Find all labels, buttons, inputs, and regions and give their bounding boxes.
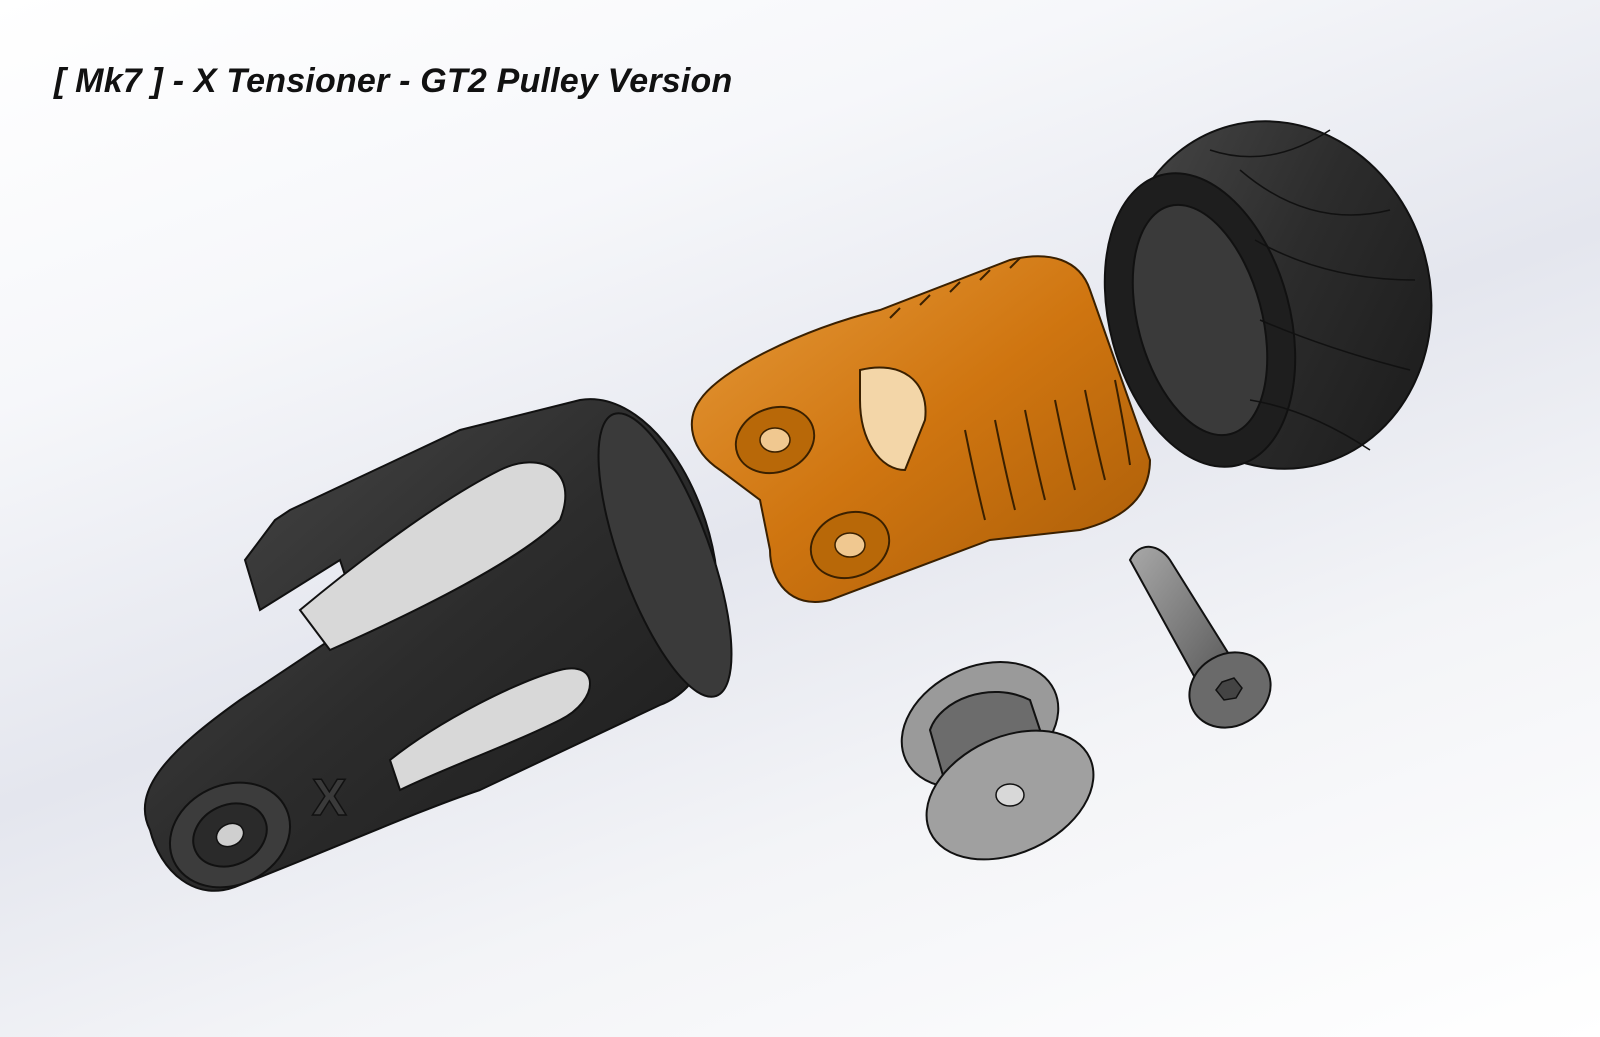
tensioner-housing: X bbox=[144, 398, 733, 892]
button-head-screw bbox=[1128, 545, 1272, 729]
knob-grip-ridges bbox=[1209, 129, 1416, 451]
hex-socket-icon bbox=[1215, 677, 1243, 701]
thread-ridges bbox=[889, 257, 1131, 521]
tension-knob bbox=[1103, 120, 1433, 470]
render-title: [ Mk7 ] - X Tensioner - GT2 Pulley Versi… bbox=[54, 62, 733, 100]
clevis-threaded-rod bbox=[690, 255, 1152, 603]
housing-x-label: X bbox=[312, 769, 347, 827]
gt2-pulley bbox=[900, 661, 1095, 861]
